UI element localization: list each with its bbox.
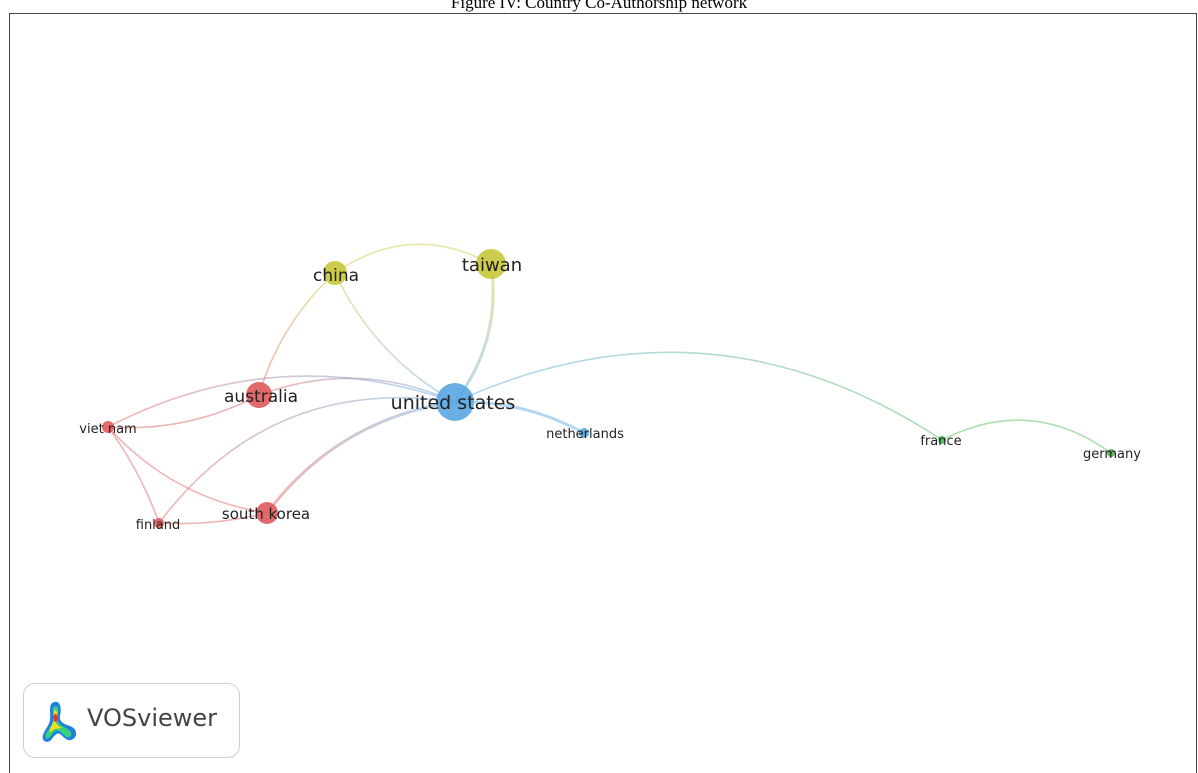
node-south-korea[interactable] xyxy=(256,502,278,524)
node-france[interactable] xyxy=(938,436,946,444)
network-frame xyxy=(9,13,1197,773)
node-label-germany: germany xyxy=(1083,447,1141,462)
node-label-france: france xyxy=(920,434,961,449)
link-vietnam-united-states[interactable] xyxy=(107,375,456,428)
link-south-korea-united-states[interactable] xyxy=(265,400,456,514)
link-taiwan-united-states[interactable] xyxy=(453,263,495,403)
link-vietnam-finland[interactable] xyxy=(107,426,160,524)
link-finland-united-states[interactable] xyxy=(158,396,456,524)
figure-caption: Figure IV: Country Co-Authorship network xyxy=(450,0,748,12)
link-vietnam-australia[interactable] xyxy=(107,394,260,429)
node-taiwan[interactable] xyxy=(476,249,506,279)
vosviewer-logo-text: VOSviewer xyxy=(87,704,218,732)
node-australia[interactable] xyxy=(246,382,272,408)
node-china[interactable] xyxy=(323,261,347,285)
vosviewer-logo-box: VOSviewer xyxy=(23,683,240,758)
link-china-taiwan[interactable] xyxy=(334,243,492,274)
node-label-china: china xyxy=(313,266,359,286)
node-label-netherlands: netherlands xyxy=(546,427,624,442)
node-germany[interactable] xyxy=(1107,449,1115,457)
network-labels: united states china taiwan australia south k… xyxy=(79,255,1141,533)
link-united-states-france[interactable] xyxy=(454,351,943,441)
node-vietnam[interactable] xyxy=(102,421,114,433)
node-label-united-states: united states xyxy=(391,392,516,414)
link-france-germany[interactable] xyxy=(941,419,1112,454)
vosviewer-logo-icon xyxy=(42,701,77,742)
node-label-taiwan: taiwan xyxy=(462,255,522,276)
node-netherlands[interactable] xyxy=(579,428,589,438)
node-label-australia: australia xyxy=(224,387,298,407)
link-china-united-states[interactable] xyxy=(334,272,456,403)
node-label-vietnam: viet nam xyxy=(79,422,136,437)
node-united-states[interactable] xyxy=(436,383,474,421)
node-label-south-korea: south korea xyxy=(222,505,310,523)
network-nodes xyxy=(102,249,1115,528)
link-vietnam-south-korea[interactable] xyxy=(107,426,268,514)
node-finland[interactable] xyxy=(154,518,164,528)
node-label-finland: finland xyxy=(136,518,181,533)
link-finland-south-korea[interactable] xyxy=(158,512,268,525)
